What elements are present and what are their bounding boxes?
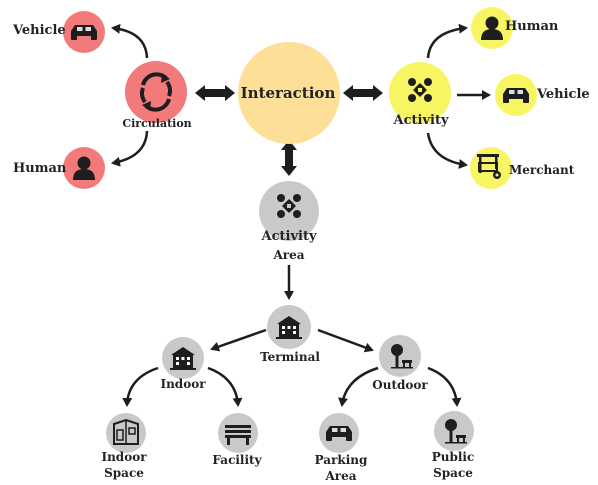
arrow-outdoor-to-public [427, 366, 462, 407]
circulation-human-label: Human [13, 161, 67, 176]
activity-label: Activity [393, 113, 449, 128]
activity-vehicle-label: Vehicle [537, 87, 590, 102]
outdoor-node [379, 335, 421, 377]
arrow-outdoor-to-parking [338, 366, 379, 407]
activity-area-node [259, 181, 319, 241]
arrow-indoor-to-facility [207, 366, 243, 407]
arrow-terminal-to-outdoor [317, 328, 374, 353]
double-arrow-right [343, 85, 383, 101]
activity-area-label-line1: Activity [261, 229, 317, 244]
cart-icon [477, 154, 501, 179]
terminal-label: Terminal [260, 350, 320, 364]
circulation-node [125, 61, 187, 123]
activity-human-label: Human [505, 19, 559, 34]
circulation-human-node [63, 147, 105, 189]
activity-area-label-line2: Area [273, 248, 305, 262]
indoor-space-label-line1: Indoor [101, 450, 147, 464]
public-space-label-line1: Public [431, 450, 475, 464]
activity-node [389, 62, 451, 124]
indoor-label: Indoor [160, 377, 206, 391]
arrow-terminal-to-indoor [210, 328, 267, 352]
arrow-circulation-to-human [111, 130, 149, 167]
arrow-circulation-to-vehicle [111, 23, 149, 59]
double-arrow-down [281, 140, 297, 176]
arrow-activity-to-human [426, 23, 468, 59]
parking-area-label-line2: Area [325, 469, 357, 483]
activity-vehicle-node [495, 74, 537, 116]
activity-human-node [471, 7, 513, 49]
indoor-space-node [106, 413, 146, 453]
public-space-label-line2: Space [433, 466, 473, 480]
arrow-indoor-to-space [122, 366, 159, 407]
interaction-node [238, 42, 340, 144]
facility-label: Facility [212, 453, 262, 467]
circular-arrows-icon [139, 72, 173, 112]
circulation-vehicle-node [63, 11, 105, 53]
room-icon [113, 418, 139, 445]
public-space-node [434, 411, 474, 451]
parking-area-node [319, 413, 359, 453]
parking-area-label-line1: Parking [314, 453, 368, 467]
double-arrow-left [195, 85, 235, 101]
arrow-activity-to-merchant [426, 132, 468, 169]
indoor-space-label-line2: Space [104, 466, 144, 480]
circulation-vehicle-label: Vehicle [13, 23, 66, 38]
indoor-node [162, 337, 204, 379]
activity-merchant-node [470, 147, 512, 189]
terminal-node [267, 305, 311, 349]
facility-node [218, 413, 258, 453]
activity-merchant-label: Merchant [509, 163, 575, 177]
circulation-label: Circulation [122, 117, 192, 130]
interaction-label: Interaction [240, 84, 336, 102]
outdoor-label: Outdoor [372, 378, 428, 392]
